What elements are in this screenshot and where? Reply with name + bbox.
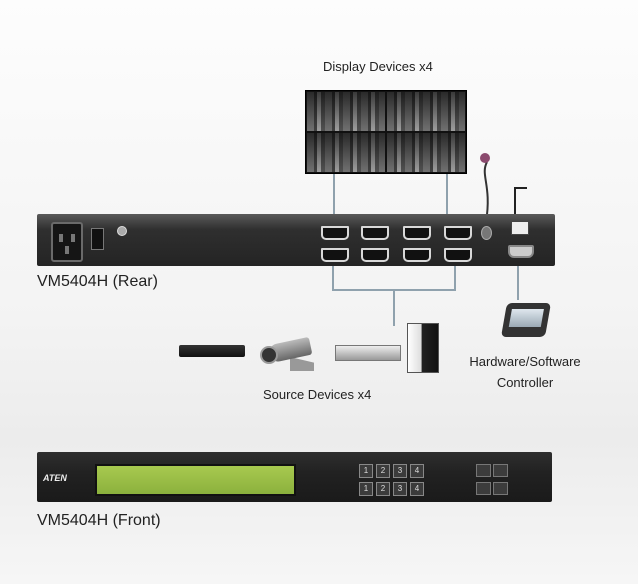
- source-bus: [332, 265, 456, 291]
- display-tile: [307, 92, 385, 131]
- power-socket-icon: [51, 222, 83, 262]
- hdmi-port-icon: [361, 248, 389, 262]
- aten-logo: ATEN: [43, 473, 67, 483]
- function-button: [493, 482, 508, 495]
- hdmi-port-icon: [444, 226, 472, 240]
- desktop-pc-icon: [407, 323, 439, 373]
- touch-panel-icon: [501, 303, 551, 337]
- source-devices-label: Source Devices x4: [263, 387, 372, 402]
- hdmi-port-icon: [321, 226, 349, 240]
- rear-panel: [37, 214, 555, 266]
- function-button: [476, 464, 491, 477]
- rear-label: VM5404H (Rear): [37, 273, 158, 290]
- port-key-1: 1: [359, 464, 373, 478]
- hdmi-port-icon: [403, 226, 431, 240]
- port-key-3: 3: [393, 464, 407, 478]
- ir-port-icon: [481, 226, 492, 240]
- ground-screw-icon: [117, 226, 127, 236]
- hdmi-port-icon: [321, 248, 349, 262]
- video-wall: [305, 90, 467, 174]
- dvd-player-icon: [179, 345, 245, 357]
- port-key-3: 3: [393, 482, 407, 496]
- power-switch: [91, 228, 104, 250]
- port-key-2: 2: [376, 482, 390, 496]
- hdmi-port-icon: [444, 248, 472, 262]
- function-button: [476, 482, 491, 495]
- hdmi-port-icon: [403, 248, 431, 262]
- ir-cable: [483, 161, 489, 223]
- controller-label: Hardware/Software Controller: [460, 351, 590, 393]
- display-tile: [387, 92, 465, 131]
- ir-receiver-icon: [480, 153, 490, 163]
- port-key-2: 2: [376, 464, 390, 478]
- display-devices-label: Display Devices x4: [323, 59, 433, 74]
- controller-label-line2: Controller: [496, 375, 554, 390]
- rs232-port-icon: [508, 245, 534, 258]
- display-tile: [387, 133, 465, 172]
- hdmi-port-icon: [361, 226, 389, 240]
- av-receiver-icon: [335, 345, 401, 361]
- lcd-display: [95, 464, 296, 496]
- display-tile: [307, 133, 385, 172]
- port-key-1: 1: [359, 482, 373, 496]
- function-button: [493, 464, 508, 477]
- rj45-port-icon: [511, 221, 529, 235]
- controller-label-line1: Hardware/Software: [469, 354, 581, 369]
- lan-cable: [514, 187, 527, 214]
- port-key-4: 4: [410, 482, 424, 496]
- port-key-4: 4: [410, 464, 424, 478]
- front-label: VM5404H (Front): [37, 512, 161, 529]
